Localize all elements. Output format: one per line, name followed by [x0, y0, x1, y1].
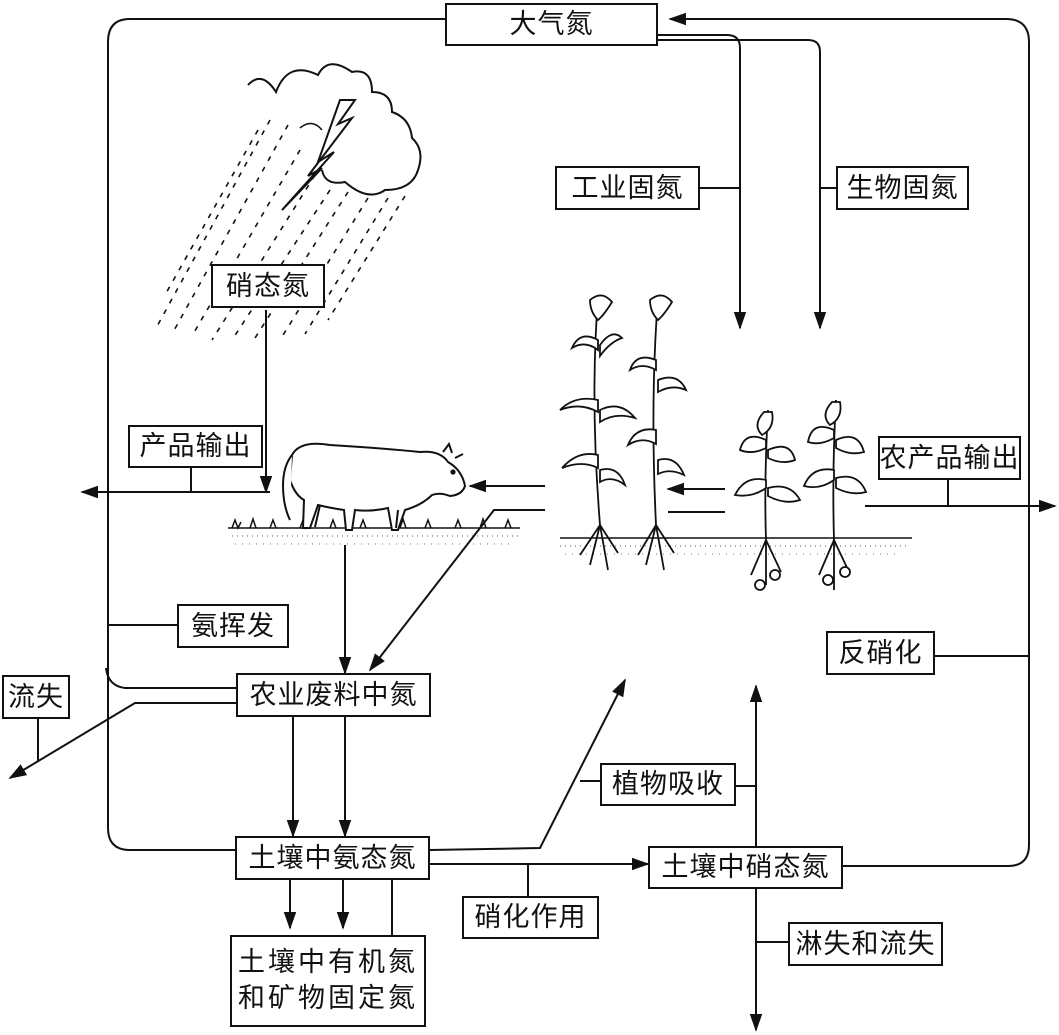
industrial-fixation-box: 工业固氮	[555, 166, 700, 210]
grass-icon	[231, 516, 512, 530]
lightning-icon	[281, 99, 357, 211]
product-export-box: 产品输出	[128, 425, 263, 468]
plant-uptake-arrow	[429, 678, 626, 851]
ammonia-volatilization-box: 氨挥发	[177, 604, 289, 648]
outer-loop-right	[668, 12, 1030, 600]
storm-cloud-icon	[247, 63, 422, 196]
denitrification-box: 反硝化	[826, 631, 935, 675]
crop-residue-arrow	[368, 509, 545, 672]
agricultural-waste-nitrogen-box: 农业废料中氮	[236, 673, 431, 717]
corn-plant-icon	[559, 294, 688, 571]
nitrate-nitrogen-box: 硝态氮	[211, 264, 325, 308]
ground-left	[228, 527, 520, 545]
ground-right	[560, 537, 912, 555]
industrial-fixation-arrow	[657, 34, 747, 330]
nitrification-box: 硝化作用	[462, 896, 599, 939]
plant-uptake-box: 植物吸收	[600, 763, 736, 806]
soil-ammonium-nitrogen-box: 土壤中氨态氮	[235, 836, 430, 880]
atmospheric-nitrogen-box: 大气氮	[445, 3, 658, 46]
soil-organic-nitrogen-line1: 土壤中有机氮	[238, 946, 418, 978]
soil-nitrate-nitrogen-box: 土壤中硝态氮	[648, 846, 843, 889]
legume-plant-icon	[733, 399, 868, 591]
outer-loop-left	[107, 18, 445, 851]
soil-nitrate-to-loop	[843, 600, 1030, 867]
soil-organic-nitrogen-box: 土壤中有机氮 和矿物固定氮	[230, 935, 426, 1027]
rain-icon	[154, 119, 406, 341]
runoff-arrow	[8, 702, 236, 779]
waste-to-loop	[105, 667, 236, 689]
farm-product-export-box: 农产品输出	[878, 436, 1021, 480]
soil-organic-nitrogen-line2: 和矿物固定氮	[238, 983, 418, 1014]
leaching-runoff-box: 淋失和流失	[788, 922, 943, 966]
biological-fixation-box: 生物固氮	[836, 166, 969, 210]
cow-icon	[282, 441, 467, 531]
runoff-loss-box: 流失	[2, 675, 70, 719]
biological-fixation-arrow	[657, 39, 827, 330]
